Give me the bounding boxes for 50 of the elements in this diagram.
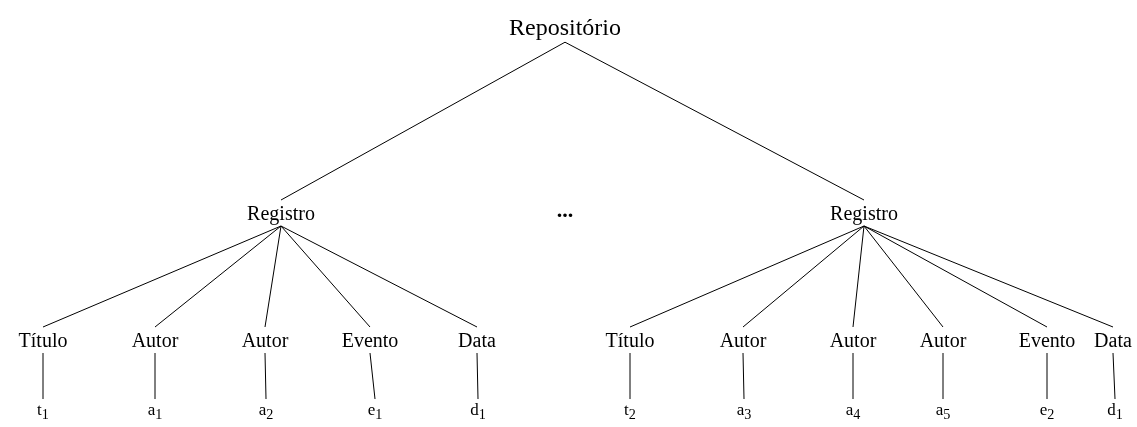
node-label: Autor [131, 329, 179, 351]
node-label: a$_{5}$ [935, 401, 951, 423]
connector-line [742, 352, 745, 400]
connector-line [280, 225, 371, 328]
connector-line [42, 352, 44, 400]
node-label: t$_{2}$ [624, 401, 636, 423]
node-label: Data [458, 329, 496, 351]
connector-line [280, 41, 566, 201]
node-label: Autor [241, 329, 289, 351]
node-label: Registro [247, 202, 315, 224]
connector-line [264, 225, 282, 328]
connector-line [863, 225, 944, 328]
node-label: Evento [341, 329, 399, 351]
connector-line [863, 225, 1114, 328]
connector-line [1046, 352, 1048, 400]
node-label: Autor [829, 329, 877, 351]
connector-line [1112, 352, 1116, 400]
connector-line [852, 225, 865, 328]
connector-line [42, 225, 282, 328]
node-label: a$_{4}$ [845, 401, 861, 423]
node-label: a$_{3}$ [736, 401, 752, 423]
connector-line [476, 352, 479, 400]
connector-line [154, 225, 282, 328]
connector-line [863, 225, 1048, 328]
node-label: Repositório [509, 13, 621, 41]
node-label: e$_{1}$ [367, 401, 383, 423]
node-label: Título [18, 329, 68, 351]
node-label: Autor [919, 329, 967, 351]
node-label: d$_{1}$ [1107, 401, 1123, 423]
node-label: Evento [1018, 329, 1076, 351]
node-label: d$_{1}$ [470, 401, 486, 423]
node-label: Autor [719, 329, 767, 351]
connector-line [629, 352, 631, 400]
connector-line [280, 225, 478, 328]
connector-line [369, 352, 376, 400]
connector-line [942, 352, 944, 400]
connector-line [154, 352, 156, 400]
node-label: t$_{1}$ [37, 401, 49, 423]
ellipsis: ... [556, 197, 574, 223]
connector-line [564, 41, 865, 201]
node-label: Título [605, 329, 655, 351]
node-label: a$_{2}$ [258, 401, 274, 423]
connector-line [742, 225, 865, 328]
connector-line [852, 352, 854, 400]
node-label: a$_{1}$ [147, 401, 163, 423]
node-label: Data [1094, 329, 1132, 351]
node-label: Registro [830, 202, 898, 224]
connector-line [264, 352, 267, 400]
node-label: e$_{2}$ [1039, 401, 1055, 423]
connector-line [629, 225, 865, 328]
